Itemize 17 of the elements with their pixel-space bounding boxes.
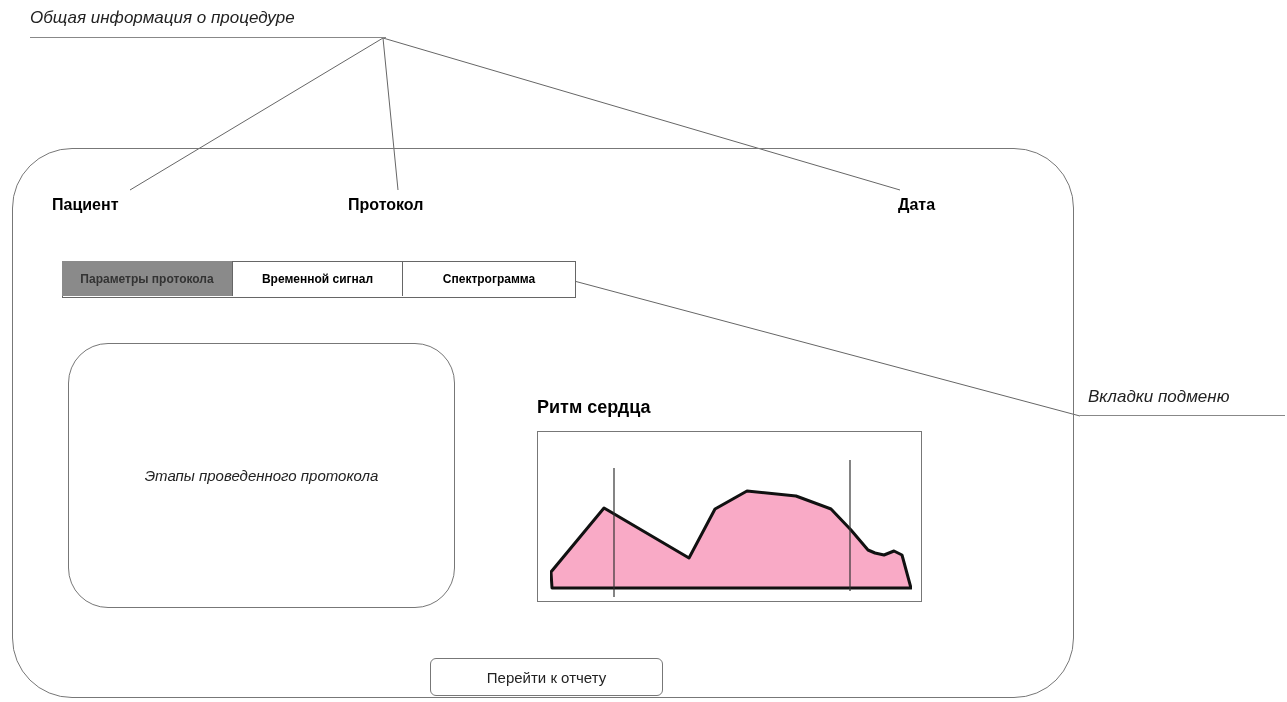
report-button: Перейти к отчету (430, 658, 663, 696)
field-label: Дата (898, 190, 958, 220)
active-tab: Параметры протокола (62, 261, 233, 296)
leader-line (382, 37, 901, 191)
leader-line (382, 37, 399, 191)
field-label: Протокол (348, 190, 448, 220)
screen-panel (12, 148, 1074, 698)
tab: Временной сигнал (233, 261, 403, 296)
callout-label: Общая информация о процедуре (30, 4, 386, 38)
leader-line (575, 281, 1081, 417)
callout-label: Вкладки подменю (1080, 383, 1285, 416)
tab: Спектрограмма (403, 261, 576, 296)
tab-bar (62, 261, 576, 298)
chart-title: Ритм сердца (537, 397, 651, 418)
content-card: Этапы проведенного протокола (68, 343, 455, 608)
field-label: Пациент (52, 190, 152, 220)
leader-line (129, 37, 384, 191)
